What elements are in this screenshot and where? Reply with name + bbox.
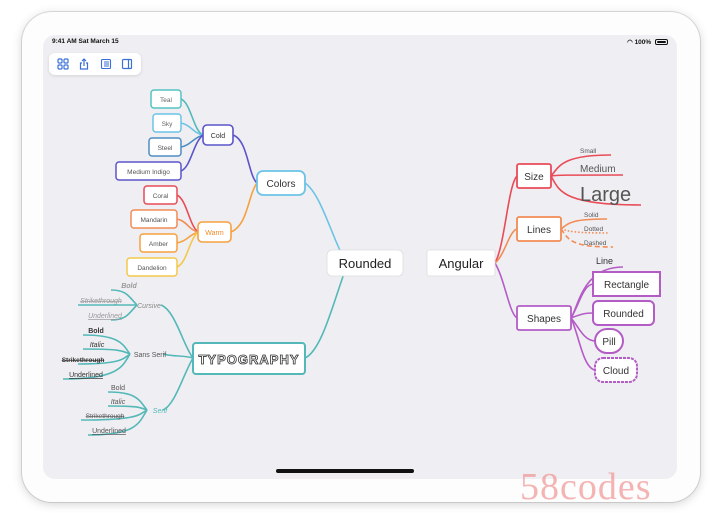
battery-percent: 100%: [634, 39, 652, 46]
node-cold-label: Cold: [211, 133, 226, 140]
node-medium-indigo-label: Medium Indigo: [127, 169, 170, 176]
node-mandarin[interactable]: Mandarin: [130, 209, 178, 229]
node-amber-label: Amber: [149, 241, 169, 248]
node-serif[interactable]: Serif: [153, 408, 168, 415]
node-size[interactable]: Size: [516, 163, 552, 189]
size-medium[interactable]: Medium: [580, 164, 616, 175]
app-screen: 9:41 AM Sat March 15 ◠ 100%: [43, 35, 677, 479]
node-angular-label: Angular: [439, 256, 484, 271]
serif-underlined[interactable]: Underlined: [92, 428, 126, 435]
node-coral-label: Coral: [153, 193, 169, 200]
lines-solid[interactable]: Solid: [584, 212, 599, 219]
node-shapes[interactable]: Shapes: [516, 305, 572, 331]
node-amber[interactable]: Amber: [139, 233, 178, 253]
serif-italic[interactable]: Italic: [111, 399, 126, 406]
node-cursive[interactable]: Cursive: [137, 303, 161, 310]
size-large[interactable]: Large: [580, 184, 631, 206]
node-lines-label: Lines: [527, 225, 551, 236]
mindmap-canvas: Rounded Angular Colors Cold Warm Teal Sk…: [62, 89, 661, 436]
node-steel-label: Steel: [158, 145, 173, 152]
node-warm[interactable]: Warm: [197, 221, 232, 243]
battery-icon: [655, 39, 668, 45]
node-teal-label: Teal: [160, 97, 172, 104]
serif-strikethrough[interactable]: Strikethrough: [86, 413, 125, 420]
cursive-bold[interactable]: Bold: [121, 283, 137, 290]
cursive-underlined[interactable]: Underlined: [88, 313, 123, 320]
cursive-strikethrough[interactable]: Strikethrough: [80, 298, 122, 305]
node-rounded[interactable]: Rounded: [326, 249, 404, 277]
sans-strikethrough[interactable]: Strikethrough: [62, 357, 105, 364]
status-time: 9:41 AM Sat March 15: [52, 38, 119, 45]
node-teal[interactable]: Teal: [150, 89, 182, 109]
node-lines[interactable]: Lines: [516, 216, 562, 242]
node-warm-label: Warm: [205, 230, 224, 237]
sans-underlined[interactable]: Underlined: [69, 372, 103, 379]
grid-icon[interactable]: [55, 56, 71, 72]
shapes-rounded[interactable]: Rounded: [592, 300, 655, 326]
node-cold[interactable]: Cold: [202, 124, 234, 146]
node-sky-label: Sky: [162, 121, 174, 128]
toolbar: [49, 53, 141, 75]
size-small[interactable]: Small: [580, 148, 597, 155]
serif-bold[interactable]: Bold: [111, 385, 125, 392]
node-mandarin-label: Mandarin: [140, 217, 167, 224]
sidebar-icon[interactable]: [119, 56, 135, 72]
node-sky[interactable]: Sky: [152, 113, 182, 133]
node-dandelion-label: Dandelion: [137, 265, 167, 272]
node-rounded-label: Rounded: [339, 256, 392, 271]
node-shapes-label: Shapes: [527, 314, 561, 325]
node-steel[interactable]: Steel: [148, 137, 182, 157]
node-colors[interactable]: Colors: [256, 170, 306, 196]
watermark: 58codes: [520, 466, 652, 508]
node-typography-label: TYPOGRAPHY: [198, 352, 299, 367]
node-dandelion[interactable]: Dandelion: [126, 257, 178, 277]
shapes-cloud[interactable]: Cloud: [594, 357, 638, 383]
home-indicator[interactable]: [276, 469, 414, 473]
sans-italic[interactable]: Italic: [90, 342, 105, 349]
shapes-pill-label: Pill: [602, 337, 615, 348]
node-medium-indigo[interactable]: Medium Indigo: [115, 161, 182, 181]
lines-dotted[interactable]: Dotted: [584, 226, 604, 233]
node-size-label: Size: [524, 172, 544, 183]
shapes-line[interactable]: Line: [596, 256, 613, 266]
shapes-rounded-label: Rounded: [603, 309, 644, 320]
shapes-rectangle[interactable]: Rectangle: [592, 271, 661, 297]
node-angular[interactable]: Angular: [426, 249, 496, 277]
node-sans-serif[interactable]: Sans Serif: [134, 352, 166, 359]
wifi-icon: ◠: [627, 39, 633, 46]
outline-icon[interactable]: [98, 56, 114, 72]
share-icon[interactable]: [76, 56, 92, 72]
node-typography[interactable]: TYPOGRAPHY: [192, 342, 306, 375]
lines-dashed[interactable]: Dashed: [584, 240, 607, 247]
sans-bold[interactable]: Bold: [88, 328, 104, 335]
shapes-cloud-label: Cloud: [603, 366, 629, 377]
node-coral[interactable]: Coral: [143, 185, 178, 205]
shapes-pill[interactable]: Pill: [594, 328, 624, 354]
shapes-rectangle-label: Rectangle: [604, 280, 649, 291]
status-right: ◠ 100%: [627, 38, 668, 46]
node-colors-label: Colors: [267, 179, 296, 190]
